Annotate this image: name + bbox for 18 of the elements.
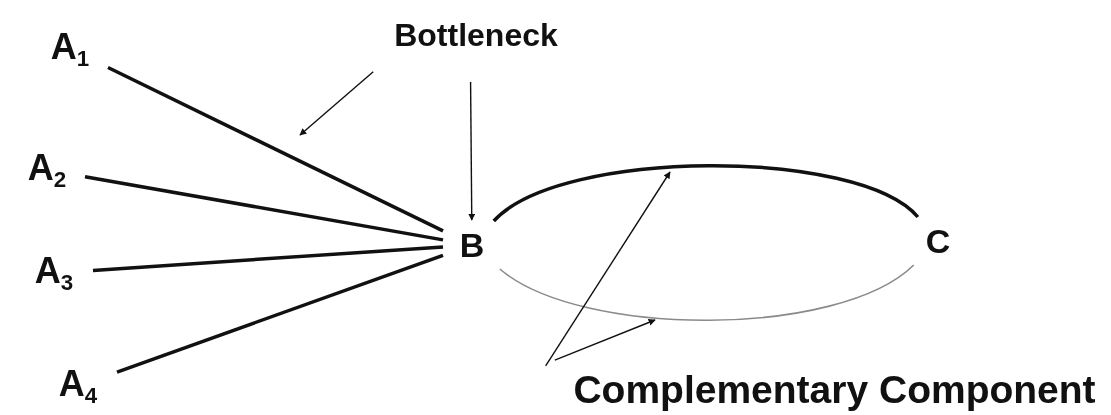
- connector-line: [116, 253, 444, 374]
- leader-line: [544, 171, 671, 367]
- connector-line: [107, 65, 444, 233]
- connector-line: [84, 175, 444, 242]
- callout-label: Bottleneck: [394, 19, 558, 51]
- connector-line: [92, 245, 444, 273]
- node-label: C: [925, 224, 951, 258]
- node-label: A$_{1}$: [50, 28, 90, 70]
- node-label: A$_{3}$: [34, 252, 74, 294]
- connector-line: [499, 264, 915, 322]
- node-label: A$_{2}$: [27, 149, 67, 191]
- node-label: A$_{4}$: [58, 365, 98, 407]
- leader-line: [468, 81, 476, 221]
- leader-line: [299, 71, 374, 136]
- callout-label: Complementary Component: [573, 369, 1096, 409]
- node-label: B: [459, 228, 485, 262]
- connector-line: [492, 164, 919, 223]
- leader-line: [554, 319, 656, 361]
